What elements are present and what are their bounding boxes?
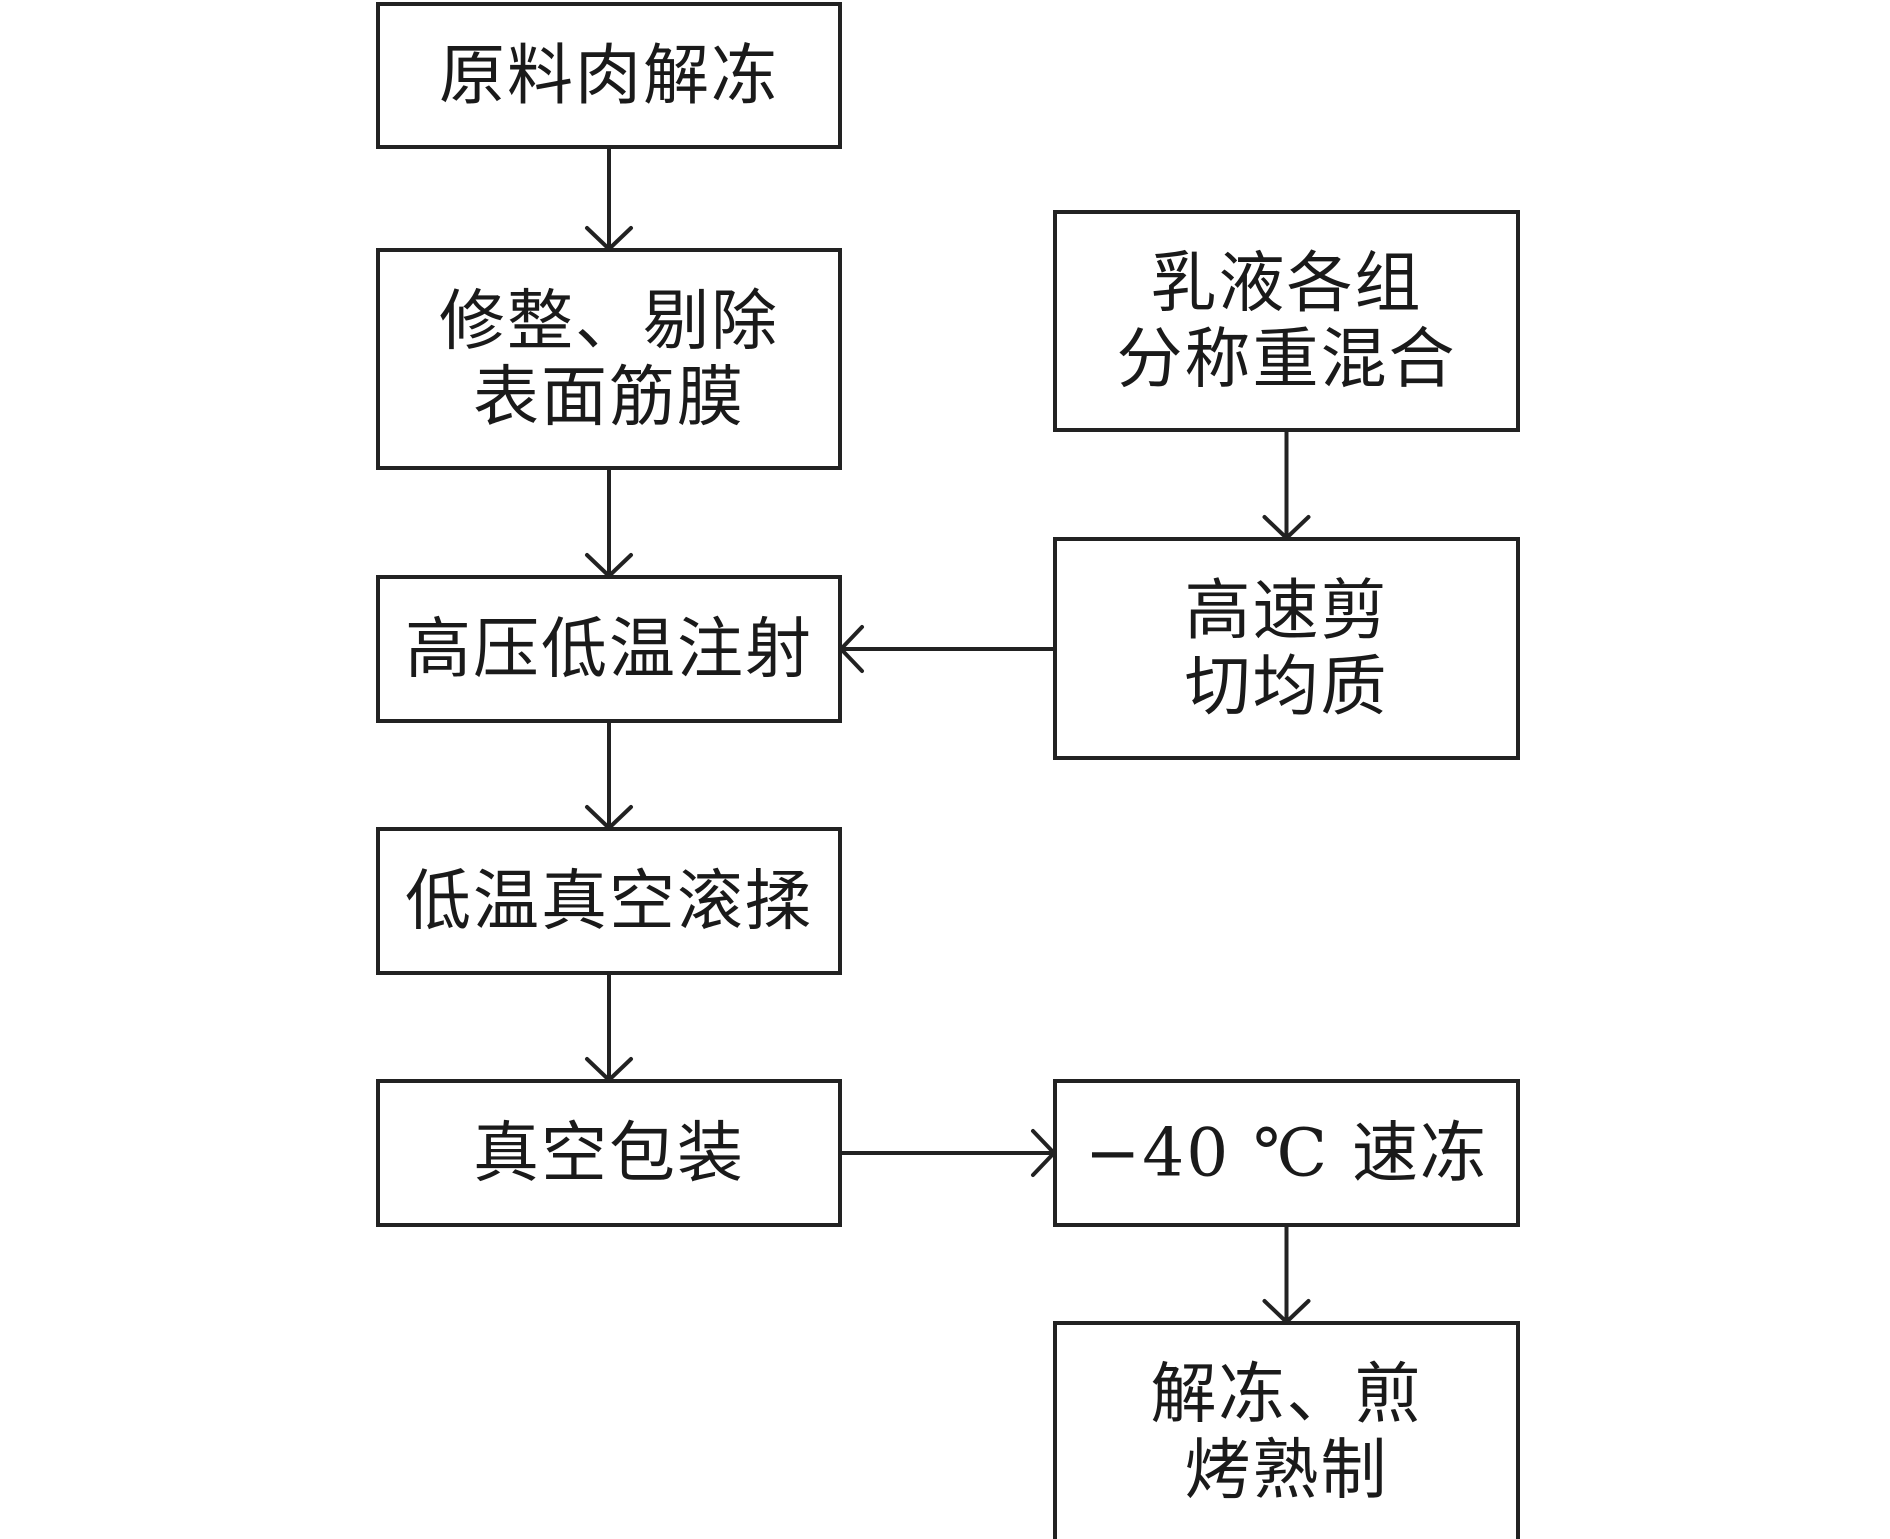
edge-pack-to-freeze — [840, 1129, 1056, 1177]
node-box — [376, 1079, 842, 1227]
node-label: 烤熟制 — [1185, 1432, 1389, 1509]
node-label: 切均质 — [1185, 648, 1389, 725]
node-label: 修整、剔除 — [439, 283, 779, 360]
node-box — [1053, 537, 1520, 760]
node-label: −40 ℃ 速冻 — [1085, 1115, 1488, 1192]
node-label: 原料肉解冻 — [439, 37, 779, 114]
node-label: 高压低温注射 — [405, 611, 813, 688]
node-label: 分称重混合 — [1117, 321, 1457, 398]
node-tumble: 低温真空滚揉 — [376, 827, 842, 975]
node-label: 真空包装 — [473, 1115, 745, 1192]
edge-shear-to-inject — [839, 625, 1055, 673]
node-freeze: −40 ℃ 速冻 — [1053, 1079, 1520, 1227]
node-label: 解冻、煎 — [1151, 1356, 1423, 1433]
edge-thaw-to-trim — [585, 147, 633, 251]
nodes-layer: 原料肉解冻修整、剔除表面筋膜高压低温注射低温真空滚揉真空包装乳液各组分称重混合高… — [376, 2, 1520, 1539]
node-label: 乳液各组 — [1151, 245, 1423, 322]
node-label: 高速剪 — [1185, 572, 1389, 649]
node-box — [1053, 1321, 1520, 1539]
node-pack: 真空包装 — [376, 1079, 842, 1227]
node-thaw: 原料肉解冻 — [376, 2, 842, 149]
node-box — [1053, 210, 1520, 432]
node-label: 低温真空滚揉 — [405, 863, 813, 940]
node-box — [376, 827, 842, 975]
node-box — [376, 2, 842, 149]
node-inject: 高压低温注射 — [376, 575, 842, 723]
edge-inject-to-tumble — [585, 721, 633, 830]
node-box — [376, 248, 842, 470]
edge-emulsion-to-shear — [1262, 430, 1311, 540]
node-box — [376, 575, 842, 723]
edge-trim-to-inject — [585, 468, 633, 578]
edge-tumble-to-pack — [585, 973, 633, 1082]
node-box — [1053, 1079, 1520, 1227]
edge-freeze-to-cook — [1262, 1225, 1311, 1324]
node-label: 表面筋膜 — [473, 359, 745, 436]
